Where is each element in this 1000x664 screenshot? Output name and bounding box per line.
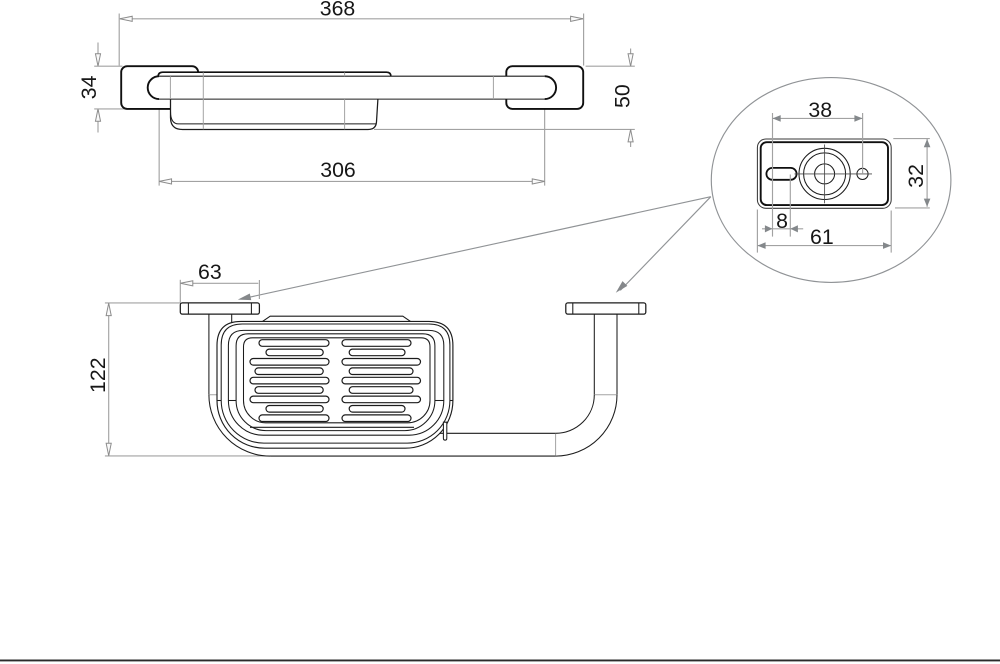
svg-text:32: 32 [904, 164, 928, 188]
svg-text:368: 368 [320, 0, 356, 20]
svg-text:34: 34 [77, 75, 101, 99]
svg-text:306: 306 [320, 158, 356, 182]
svg-text:50: 50 [611, 84, 635, 108]
svg-text:63: 63 [198, 260, 222, 284]
svg-text:61: 61 [810, 225, 834, 249]
svg-text:38: 38 [808, 98, 832, 122]
svg-text:8: 8 [776, 209, 788, 233]
svg-text:122: 122 [86, 357, 110, 393]
